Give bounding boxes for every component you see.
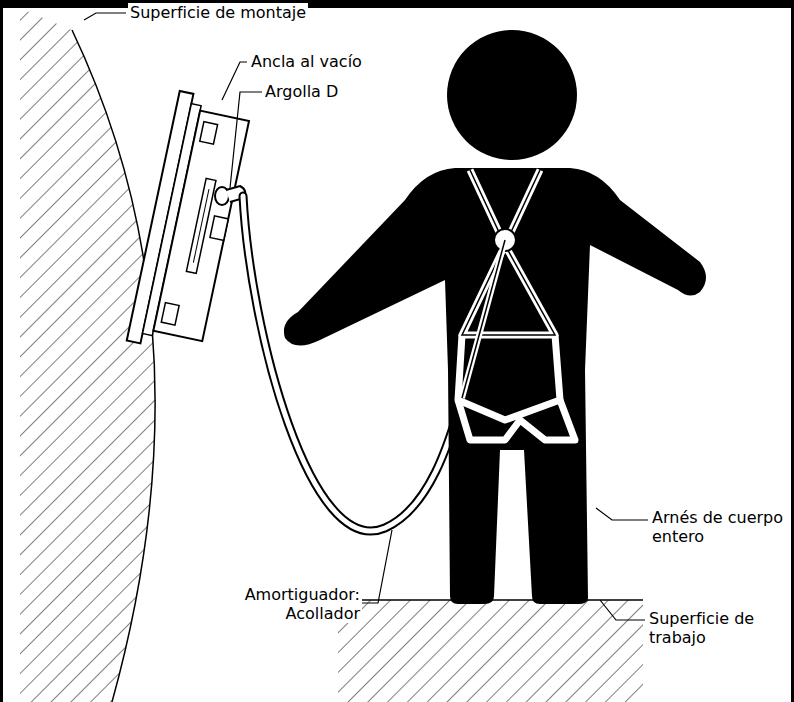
harness — [458, 170, 575, 440]
part-label: Arnés de cuerpo entero — [650, 508, 786, 546]
ground-hatching — [338, 600, 643, 702]
part-label: Ancla al vacío — [249, 52, 364, 71]
wall-hatching — [20, 0, 155, 702]
leader-line — [84, 13, 648, 620]
worker-figure — [284, 30, 706, 604]
part-label: Superficie de trabajo — [647, 609, 769, 647]
frame — [0, 0, 3, 702]
lanyard-strap — [462, 240, 505, 398]
part-label: Argolla D — [263, 82, 340, 101]
mounting-surface — [72, 30, 155, 702]
part-label: Amortiguador: Acollador — [238, 585, 362, 623]
title-bar — [0, 0, 794, 8]
lanyard-strap — [462, 240, 505, 398]
work-surface — [338, 599, 643, 601]
harness-outline — [462, 170, 555, 335]
frame — [791, 0, 794, 702]
part-label: Superficie de montaje — [128, 3, 308, 22]
vacuum-anchor — [127, 91, 252, 356]
